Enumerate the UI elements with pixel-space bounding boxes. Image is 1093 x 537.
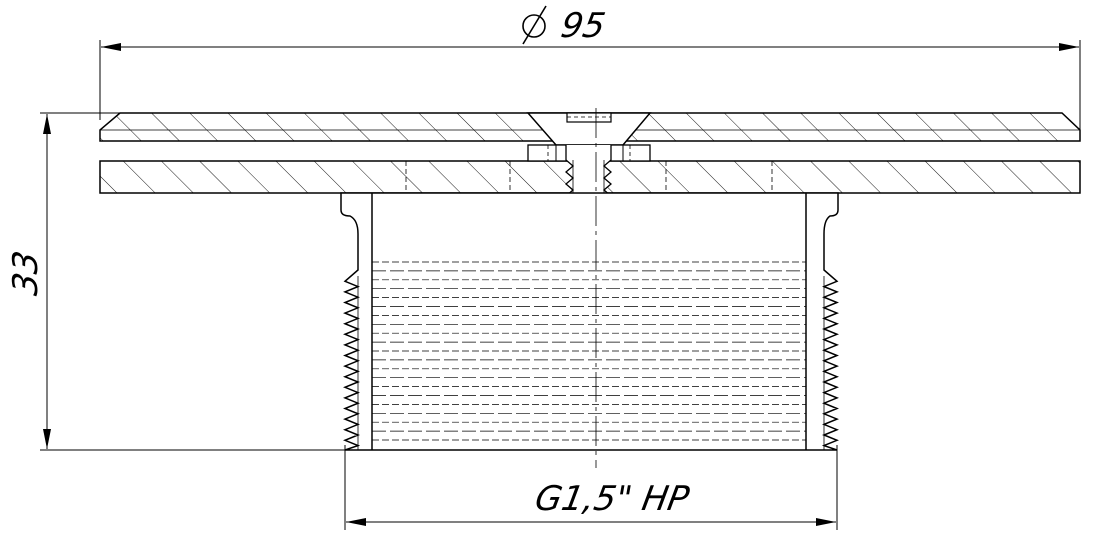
body-outline: [340, 192, 839, 451]
height-value: 33: [6, 248, 46, 298]
thread-value: G1,5" HP: [532, 479, 692, 519]
diameter-value: 95: [558, 6, 608, 46]
thread-dimension: G1,5" HP: [344, 445, 838, 530]
threaded-body: [340, 192, 839, 451]
diameter-symbol-icon: [522, 5, 547, 45]
height-dimension: 33: [6, 112, 355, 451]
diameter-dimension: 95: [99, 5, 1081, 130]
body-inner-lines: [357, 193, 825, 450]
